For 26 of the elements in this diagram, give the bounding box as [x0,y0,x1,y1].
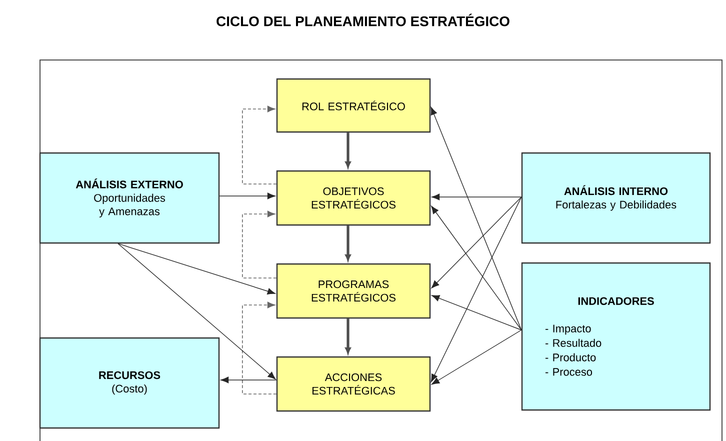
arrow [432,194,522,200]
arrow [345,318,351,354]
input-box: ANÁLISIS INTERNO Fortalezas y Debilidades [521,152,711,244]
arrow [431,196,522,288]
process-box: ACCIONES ESTRATÉGICAS [276,356,431,412]
arrow [432,295,522,330]
arrow [430,196,522,382]
arrow [220,376,277,384]
arrow [219,192,276,200]
process-box: PROGRAMAS ESTRATÉGICOS [276,263,431,319]
input-box: RECURSOS (Costo) [39,337,220,429]
arrow [430,106,522,330]
feedback-arrow [242,210,277,278]
process-box: OBJETIVOS ESTRATÉGICOS [276,170,431,226]
feedback-arrow [242,106,277,184]
arrow [118,243,276,294]
arrow [431,206,522,330]
title: CICLO DEL PLANEAMIENTO ESTRATÉGICO [216,14,510,26]
indicator-box: INDICADORES - Impacto - Resultado - Producto - Proceso [521,262,711,411]
input-box: ANÁLISIS EXTERNO Oportunidades y Amenazas [39,152,220,244]
arrow [431,330,522,385]
arrow [345,132,351,168]
arrow [345,226,351,261]
feedback-arrow [242,302,277,394]
arrow [118,243,276,380]
process-box: ROL ESTRATÉGICO [276,78,431,133]
